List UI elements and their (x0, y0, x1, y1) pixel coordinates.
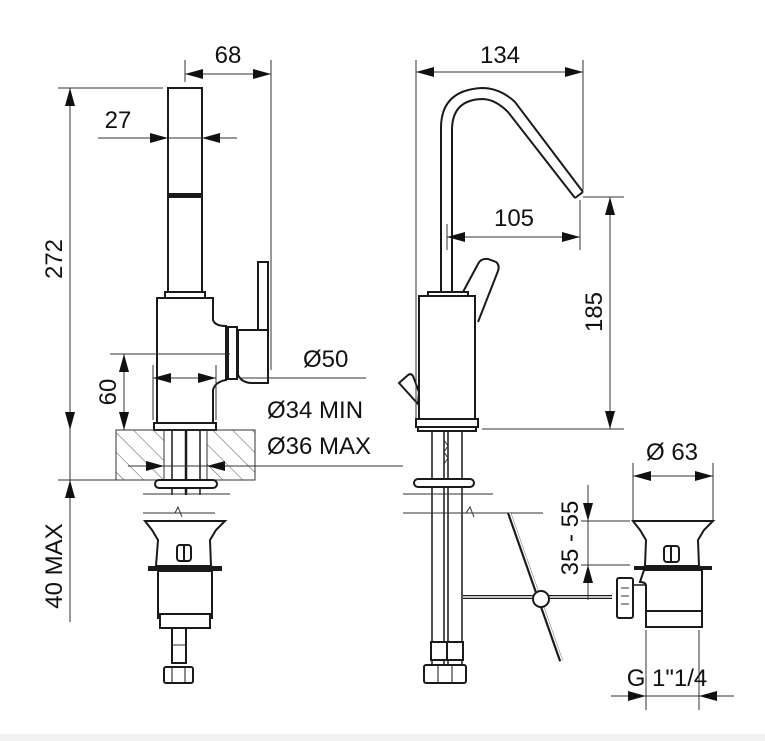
dim-d50-label: Ø50 (303, 346, 348, 373)
side-base-flange (415, 418, 479, 428)
fixing-plate (154, 479, 218, 489)
waste-side-nut (616, 577, 634, 619)
side-view: 134 105 185 (397, 42, 624, 684)
deck-section-right (206, 429, 256, 481)
dim-d63-label: Ø 63 (646, 439, 698, 466)
dimension-thread: G 1"1/4 (611, 630, 734, 710)
dimension-185: 185 (482, 196, 624, 430)
deck-section-left (115, 429, 165, 481)
linkage-rod (507, 512, 563, 662)
linkage-pivot (532, 590, 550, 608)
dimension-27: 27 (98, 107, 237, 143)
dimension-d50: Ø50 (152, 346, 366, 420)
dim-thread-label: G 1"1/4 (627, 665, 708, 692)
side-mixer-body (418, 295, 476, 420)
dimension-hole: Ø34 MIN Ø36 MAX (128, 397, 403, 471)
dimension-40-max: 40 MAX (41, 430, 116, 622)
pop-up-knob (397, 373, 421, 407)
front-view: 68 27 272 60 (41, 42, 403, 684)
dimension-272: 272 (41, 87, 163, 430)
dim-105-label: 105 (494, 205, 534, 232)
waste-view: Ø 63 35 - 55 G 1"1/4 (557, 439, 734, 710)
dim-35-55-label: 35 - 55 (557, 501, 584, 576)
dim-272-label: 272 (41, 239, 68, 279)
dimension-60: 60 (95, 353, 230, 430)
dim-60-label: 60 (95, 379, 122, 406)
dimension-d63: Ø 63 (632, 439, 714, 520)
lever-hub (227, 326, 238, 380)
dimension-134: 134 (415, 42, 584, 420)
spout-ring (168, 193, 202, 198)
dim-185-label: 185 (581, 292, 608, 332)
dimension-35-55: 35 - 55 (557, 485, 630, 600)
dim-40-max-label: 40 MAX (41, 523, 68, 608)
dimension-105: 105 (446, 200, 581, 250)
bottom-edge (0, 734, 765, 741)
dimension-68: 68 (184, 42, 272, 370)
dim-hole-min-label: Ø34 MIN (267, 397, 363, 424)
lever-handle (237, 261, 269, 384)
dim-27-label: 27 (105, 107, 132, 134)
dim-134-label: 134 (480, 42, 520, 69)
side-fixing-plate (413, 478, 475, 488)
base-flange (153, 422, 217, 431)
mixer-body (156, 297, 227, 424)
pop-up-waste-front (142, 520, 228, 684)
spout-tube (440, 86, 584, 292)
dim-hole-max-label: Ø36 MAX (267, 433, 371, 460)
dim-68-label: 68 (215, 42, 242, 69)
